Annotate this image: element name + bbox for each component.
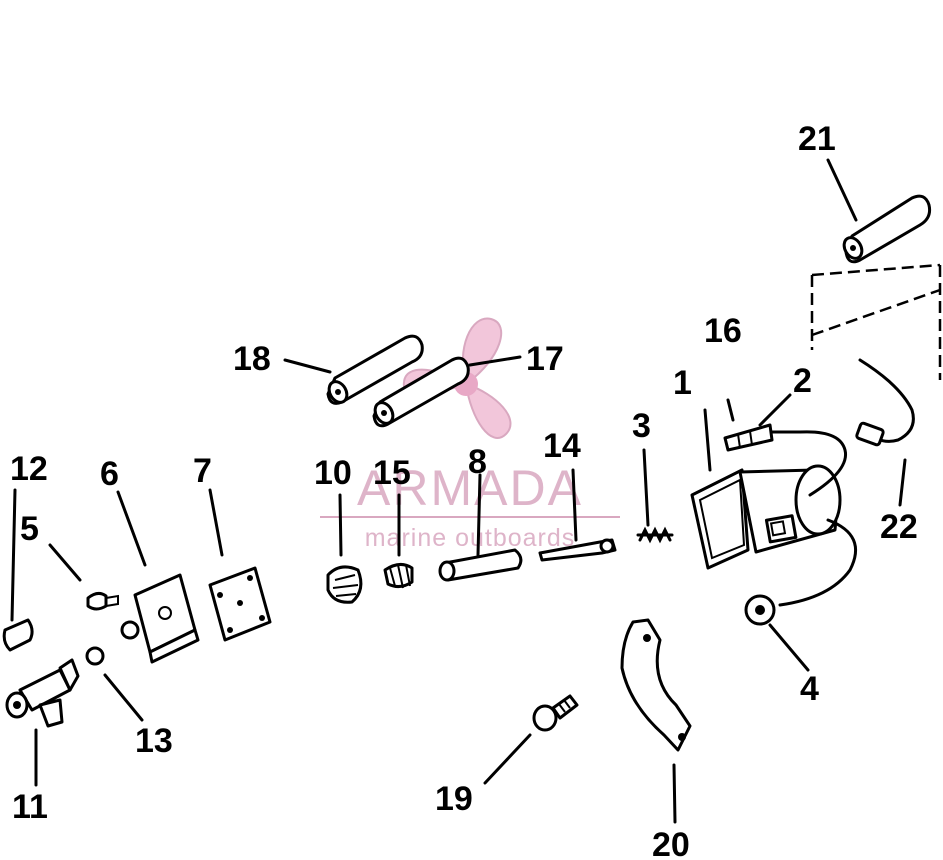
leader-lines (10, 158, 907, 824)
part-4-ground-wire (744, 518, 858, 626)
callout-12: 12 (10, 450, 48, 488)
part-7-gasket (208, 566, 272, 642)
callout-21: 21 (798, 120, 836, 158)
callout-7: 7 (193, 452, 212, 490)
guide-lines (810, 263, 942, 380)
callout-1: 1 (673, 364, 692, 402)
callout-20: 20 (652, 826, 690, 860)
part-13-washer (85, 646, 105, 666)
callout-3: 3 (632, 407, 651, 445)
callout-14: 14 (543, 427, 581, 465)
callout-11: 11 (12, 788, 48, 826)
callout-6: 6 (100, 455, 119, 493)
callouts: 21 16 2 1 3 14 8 10 15 18 17 22 12 6 7 5… (10, 120, 918, 860)
watermark-brand: ARMADA (357, 460, 583, 516)
part-15-spring (383, 563, 414, 589)
callout-19: 19 (435, 780, 473, 818)
callout-8: 8 (468, 443, 487, 481)
callout-17: 17 (526, 340, 564, 378)
callout-15: 15 (373, 454, 411, 492)
callout-13: 13 (135, 722, 173, 760)
part-14-plunger (538, 538, 617, 562)
callout-22: 22 (880, 508, 918, 546)
callout-16: 16 (704, 312, 742, 350)
part-18-tube (326, 334, 424, 405)
part-3-spring (636, 526, 674, 544)
part-8-cylinder (438, 548, 523, 582)
part-17-tube (372, 356, 470, 428)
watermark-tagline: marine outboards (365, 524, 576, 552)
callout-2: 2 (793, 362, 812, 400)
callout-10: 10 (314, 454, 352, 492)
part-20-bracket (620, 618, 692, 752)
part-11-fitting (5, 658, 80, 728)
part-21-tube (842, 194, 932, 264)
callout-18: 18 (233, 340, 271, 378)
part-10-nut (326, 565, 363, 604)
part-22-wire-clip (855, 358, 915, 447)
part-2-wire (723, 423, 848, 497)
part-6-cover (120, 573, 200, 664)
part-12-cap (2, 618, 34, 652)
part-19-bolt (532, 694, 579, 732)
part-1-solenoid (690, 464, 842, 570)
part-5-screw (86, 591, 119, 611)
callout-5: 5 (20, 510, 39, 548)
callout-4: 4 (800, 670, 819, 708)
